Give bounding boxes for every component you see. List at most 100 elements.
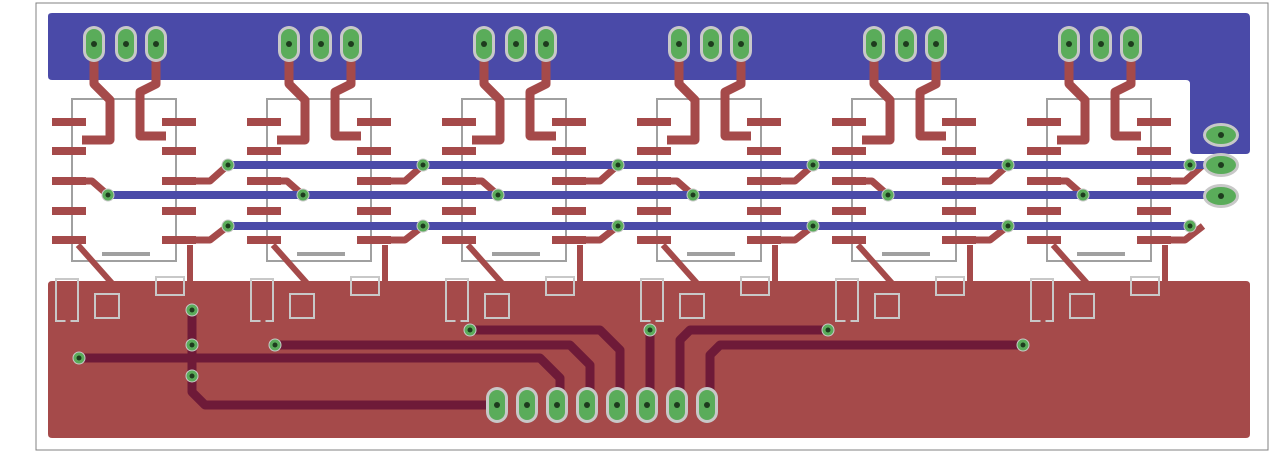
trace-to-bottom-header bbox=[470, 325, 625, 405]
resistor-outline bbox=[484, 293, 510, 319]
resistor-outline bbox=[679, 293, 705, 319]
ic-pad-left bbox=[442, 118, 476, 126]
header-pad-drill bbox=[123, 41, 129, 47]
trace-ic-to-bus bbox=[66, 177, 111, 198]
trace-ic-to-bus bbox=[775, 223, 816, 244]
ic-pad-right bbox=[552, 177, 586, 185]
header-pad-drill bbox=[708, 41, 714, 47]
via-drill bbox=[225, 223, 231, 229]
trace-ic-to-bus bbox=[385, 162, 426, 185]
ic-pad-right bbox=[942, 207, 976, 215]
header-pad-drill bbox=[738, 41, 744, 47]
ic-pad-left bbox=[637, 147, 671, 155]
ic-pad-left bbox=[442, 236, 476, 244]
trace-ic-to-transistor bbox=[1050, 243, 1096, 292]
trace-header-to-ic bbox=[135, 44, 166, 141]
trace-ic-to-bus bbox=[190, 162, 231, 185]
ic-pad-left bbox=[637, 118, 671, 126]
transistor-pad bbox=[838, 306, 852, 314]
transistor-pad bbox=[253, 289, 267, 297]
via-drill bbox=[647, 327, 653, 333]
resistor-outline bbox=[289, 293, 315, 319]
ic-pad-right bbox=[942, 236, 976, 244]
via-drill bbox=[1005, 162, 1011, 168]
ic-pad-left bbox=[832, 236, 866, 244]
ic-pad-right bbox=[1137, 207, 1171, 215]
ic-pad-right bbox=[162, 177, 196, 185]
trace-ic-to-bus bbox=[775, 162, 816, 185]
transistor-pad bbox=[58, 289, 72, 297]
header-pad-drill bbox=[1066, 41, 1072, 47]
via-drill bbox=[825, 327, 831, 333]
ic-pad-right bbox=[357, 147, 391, 155]
trace-ic-to-bus bbox=[580, 223, 621, 244]
via-drill bbox=[105, 192, 111, 198]
header-pad-drill bbox=[871, 41, 877, 47]
header-pad-drill bbox=[524, 402, 530, 408]
ic-pad-left bbox=[247, 236, 281, 244]
header-pad-drill bbox=[318, 41, 324, 47]
header-pad-drill bbox=[903, 41, 909, 47]
transistor-pad bbox=[1033, 306, 1047, 314]
ic-pad-left bbox=[247, 118, 281, 126]
capacitor-outline bbox=[740, 276, 770, 296]
header-pad-drill bbox=[543, 41, 549, 47]
trace-header-to-ic bbox=[1110, 44, 1141, 141]
ic-pad-right bbox=[1137, 147, 1171, 155]
trace-ic-to-bus bbox=[1165, 162, 1206, 185]
via-drill bbox=[189, 342, 195, 348]
trace-ic-to-transistor bbox=[75, 243, 121, 292]
trace-to-bottom-header bbox=[675, 325, 828, 405]
trace-ic-to-transistor bbox=[270, 243, 316, 292]
ic-pad-right bbox=[747, 236, 781, 244]
trace-ic-to-transistor bbox=[855, 243, 901, 292]
ic-pad-left bbox=[637, 207, 671, 215]
ic-pad-left bbox=[1027, 207, 1061, 215]
ic-pad-left bbox=[832, 118, 866, 126]
ic-pad-left bbox=[247, 147, 281, 155]
transistor-pad bbox=[1033, 289, 1047, 297]
header-pad-drill bbox=[674, 402, 680, 408]
header-pad-drill bbox=[933, 41, 939, 47]
ic-pad-right bbox=[552, 118, 586, 126]
capacitor-outline bbox=[155, 276, 185, 296]
transistor-pad bbox=[58, 306, 72, 314]
trace-header-to-ic bbox=[330, 44, 361, 141]
resistor-outline bbox=[874, 293, 900, 319]
via-drill bbox=[1020, 342, 1026, 348]
via-drill bbox=[615, 223, 621, 229]
header-pad-drill bbox=[584, 402, 590, 408]
header-pad-drill bbox=[676, 41, 682, 47]
ic-pad-right bbox=[162, 147, 196, 155]
ic-pad-left bbox=[52, 207, 86, 215]
ic-pad-right bbox=[747, 177, 781, 185]
trace-ic-to-bus bbox=[970, 223, 1011, 244]
via-drill bbox=[76, 355, 82, 361]
trace-ic-to-bus bbox=[190, 223, 231, 244]
ic-pad-right bbox=[942, 118, 976, 126]
ic-pad-left bbox=[832, 207, 866, 215]
ic-pad-left bbox=[1027, 118, 1061, 126]
trace-header-to-ic bbox=[915, 44, 946, 141]
capacitor-outline bbox=[1130, 276, 1160, 296]
via-drill bbox=[690, 192, 696, 198]
header-pad-drill bbox=[513, 41, 519, 47]
via-drill bbox=[189, 373, 195, 379]
ic-pad-right bbox=[552, 236, 586, 244]
via-drill bbox=[495, 192, 501, 198]
ic-pad-left bbox=[832, 147, 866, 155]
via-drill bbox=[1080, 192, 1086, 198]
ic-pad-right bbox=[162, 207, 196, 215]
ic-pad-left bbox=[442, 147, 476, 155]
transistor-pad bbox=[838, 289, 852, 297]
via-drill bbox=[885, 192, 891, 198]
trace-header-to-ic bbox=[667, 44, 700, 145]
trace-transistor-out bbox=[1040, 318, 1055, 360]
trace-ic-to-bus bbox=[651, 177, 696, 198]
ic-pad-right bbox=[552, 207, 586, 215]
trace-header-to-ic bbox=[472, 44, 505, 145]
ic-pad-right bbox=[942, 147, 976, 155]
ic-pad-right bbox=[942, 177, 976, 185]
ic-pad-left bbox=[52, 118, 86, 126]
